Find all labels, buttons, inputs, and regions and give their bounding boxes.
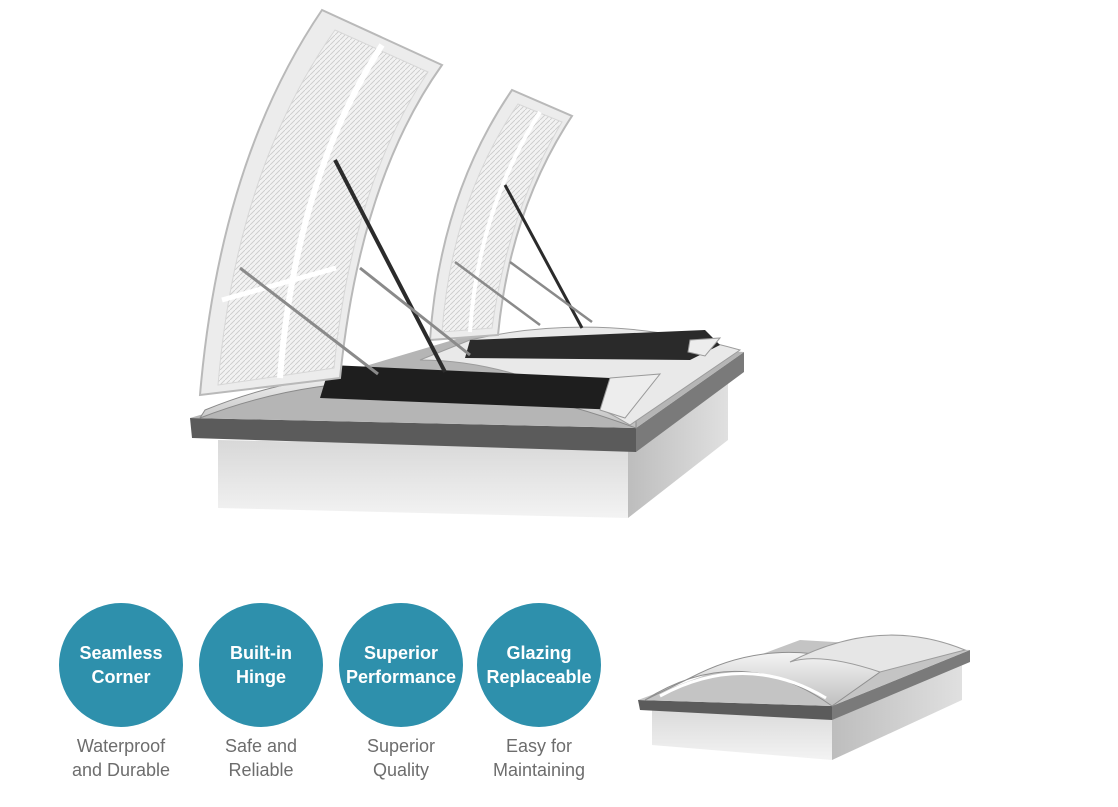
feature-caption-easy-maintaining: Easy for Maintaining [492, 736, 586, 780]
large-stay-left [239, 266, 379, 376]
small-hatch-mullion [468, 110, 542, 333]
feature-badge-seamless-corner: Seamless Corner [59, 603, 183, 727]
closed-skylight-illustration [638, 634, 970, 760]
closed-frame-front [638, 700, 832, 720]
curb-side [628, 375, 728, 518]
frame-side [636, 352, 744, 452]
frame-front [190, 418, 636, 452]
closed-curb-front [652, 705, 832, 760]
feature-caption-safe: Safe and Reliable [224, 736, 298, 780]
feature-badge-superior-performance: Superior Performance [339, 603, 463, 727]
large-stay-right [359, 266, 471, 357]
closed-curb-side [832, 662, 962, 760]
feature-badge-glazing-replaceable: Glazing Replaceable [477, 603, 601, 727]
feature-caption-superior-quality: Superior Quality [366, 736, 436, 780]
feature-badge-label: Superior Performance [345, 643, 457, 687]
large-hatch-rail [221, 265, 337, 303]
curb-front [218, 440, 628, 518]
feature-badge-label: Seamless Corner [79, 643, 163, 687]
opening-large-rim [599, 373, 662, 419]
closed-dome-rear [789, 634, 967, 673]
opening-small-rim [687, 337, 722, 357]
feature-badge-built-in-hinge: Built-in Hinge [199, 603, 323, 727]
large-actuator-arm [333, 159, 447, 373]
feature-badge-label: Glazing Replaceable [486, 643, 592, 687]
closed-dome-highlight [659, 672, 827, 700]
large-hatch-mesh [217, 29, 429, 386]
open-skylight-illustration [190, 8, 744, 518]
large-hatch-mullion [277, 43, 385, 379]
small-stay-right [509, 260, 593, 324]
closed-frame-side [832, 650, 970, 720]
feature-caption-waterproof: Waterproof and Durable [71, 736, 171, 780]
feature-badge-label: Built-in Hinge [230, 643, 292, 687]
opening-large [320, 365, 645, 410]
opening-small [465, 330, 720, 360]
small-stay-left [454, 260, 541, 327]
